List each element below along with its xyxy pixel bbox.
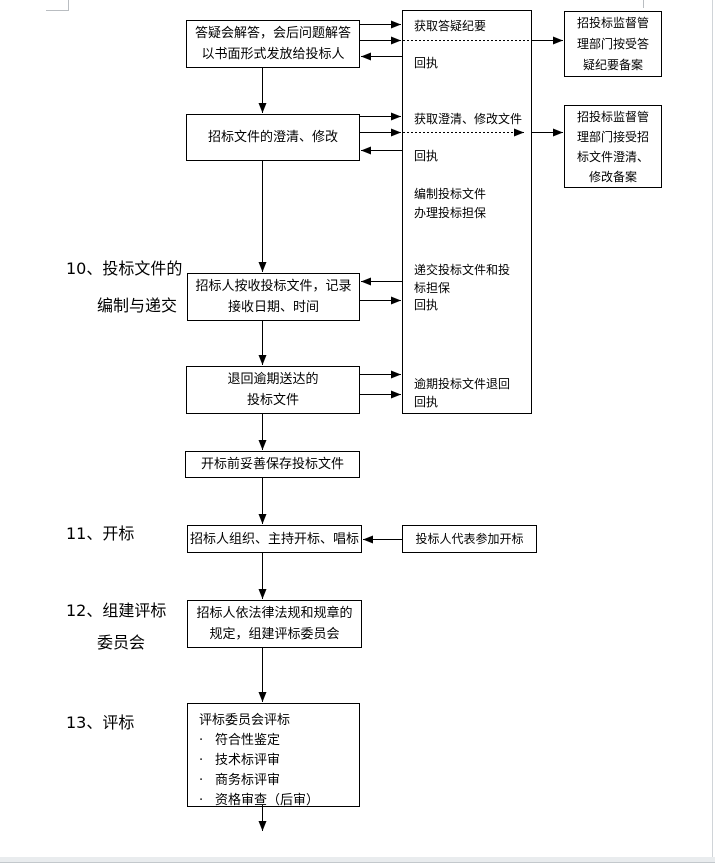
evaluation-item-2: 技术标评审: [215, 753, 281, 768]
regulator-qa-line2: 理部门按受答: [576, 36, 649, 51]
section-label-11: 11、开标: [66, 524, 135, 543]
bidder-lane-box: 获取答疑纪要 回执 获取澄清、修改文件 回执 编制投标文件 办理投标担保 递交投…: [402, 10, 532, 414]
bid-opening-box: 招标人组织、主持开标、唱标: [187, 525, 362, 553]
keep-bids-line1: 开标前妥善保存投标文件: [200, 457, 344, 472]
lane-receipt-1: 回执: [414, 56, 439, 70]
evaluation-title: 评标委员会评标: [199, 713, 291, 728]
clarify-line1: 招标文件的澄清、修改: [207, 130, 338, 145]
bid-opening-line1: 招标人组织、主持开标、唱标: [189, 531, 359, 547]
clarify-box: 招标文件的澄清、修改: [186, 114, 360, 161]
committee-line2: 规定，组建评标委员会: [209, 627, 340, 642]
bullet-icon: ·: [199, 753, 204, 768]
evaluation-box: 评标委员会评标 · 符合性鉴定 · 技术标评审 · 商务标评审 · 资格审查（后…: [187, 703, 360, 808]
section-label-13: 13、评标: [66, 713, 135, 732]
lane-receipt-3: 回执: [414, 298, 439, 312]
qa-answer-line1: 答疑会解答，会后问题解答: [194, 26, 351, 41]
lane-receipt-4: 回执: [414, 395, 439, 409]
receive-bids-line1: 招标人按收投标文件，记录: [195, 279, 352, 294]
qa-answer-box: 答疑会解答，会后问题解答 以书面形式发放给投标人: [186, 20, 360, 68]
regulator-clarify-line4: 修改备案: [588, 169, 637, 184]
evaluation-item-4: 资格审查（后审）: [215, 793, 320, 808]
lane-receipt-2: 回执: [414, 149, 439, 163]
bullet-icon: ·: [199, 733, 204, 748]
bullet-icon: ·: [199, 793, 204, 808]
bullet-icon: ·: [199, 773, 204, 788]
lane-prepare-1: 编制投标文件: [414, 187, 487, 201]
keep-bids-box: 开标前妥善保存投标文件: [185, 451, 360, 478]
return-overdue-line1: 退回逾期送达的: [227, 372, 319, 387]
regulator-qa-record-box: 招投标监督管 理部门按受答 疑纪要备案: [564, 11, 662, 77]
bidder-rep-box: 投标人代表参加开标: [402, 525, 537, 553]
evaluation-item-row: · 资格审查（后审）: [199, 791, 319, 811]
evaluation-item-1: 符合性鉴定: [215, 733, 281, 748]
receive-bids-box: 招标人按收投标文件，记录 接收日期、时间: [187, 273, 360, 321]
lane-submit-2: 标担保: [414, 281, 451, 295]
return-overdue-box: 退回逾期送达的 投标文件: [186, 366, 360, 414]
evaluation-item-row: · 符合性鉴定: [199, 731, 280, 751]
return-overdue-line2: 投标文件: [246, 393, 299, 408]
evaluation-item-row: · 商务标评审: [199, 771, 280, 791]
evaluation-item-row: · 技术标评审: [199, 751, 280, 771]
evaluation-item-3: 商务标评审: [215, 773, 281, 788]
section-label-12-line1: 12、组建评标: [66, 601, 167, 620]
regulator-qa-line3: 疑纪要备案: [582, 57, 643, 72]
regulator-clarify-line3: 标文件澄清、: [576, 149, 649, 164]
committee-line1: 招标人依法律法规和规章的: [196, 606, 353, 621]
regulator-clarify-line2: 理部门接受招: [576, 129, 649, 144]
lane-get-qa: 获取答疑纪要: [414, 19, 487, 33]
qa-answer-line2: 以书面形式发放给投标人: [201, 47, 345, 62]
lane-overdue: 逾期投标文件退回: [414, 377, 511, 391]
regulator-qa-line1: 招投标监督管: [576, 15, 649, 30]
lane-get-clarify: 获取澄清、修改文件: [414, 112, 523, 126]
lane-prepare-2: 办理投标担保: [414, 206, 487, 220]
text-boundary-corner-mark: [46, 0, 69, 11]
bidder-rep-line1: 投标人代表参加开标: [415, 531, 524, 546]
section-label-12-line2: 委员会: [97, 633, 146, 652]
lane-submit-1: 递交投标文件和投: [414, 263, 511, 277]
regulator-clarify-record-box: 招投标监督管 理部门接受招 标文件澄清、 修改备案: [564, 105, 662, 188]
regulator-clarify-line1: 招投标监督管: [576, 109, 649, 124]
receive-bids-line2: 接收日期、时间: [227, 300, 319, 315]
committee-box: 招标人依法律法规和规章的 规定，组建评标委员会: [187, 600, 362, 648]
page-bottom-edge: [0, 857, 715, 863]
section-label-10-line2: 编制与递交: [97, 296, 178, 315]
section-label-10-line1: 10、投标文件的: [66, 259, 183, 278]
